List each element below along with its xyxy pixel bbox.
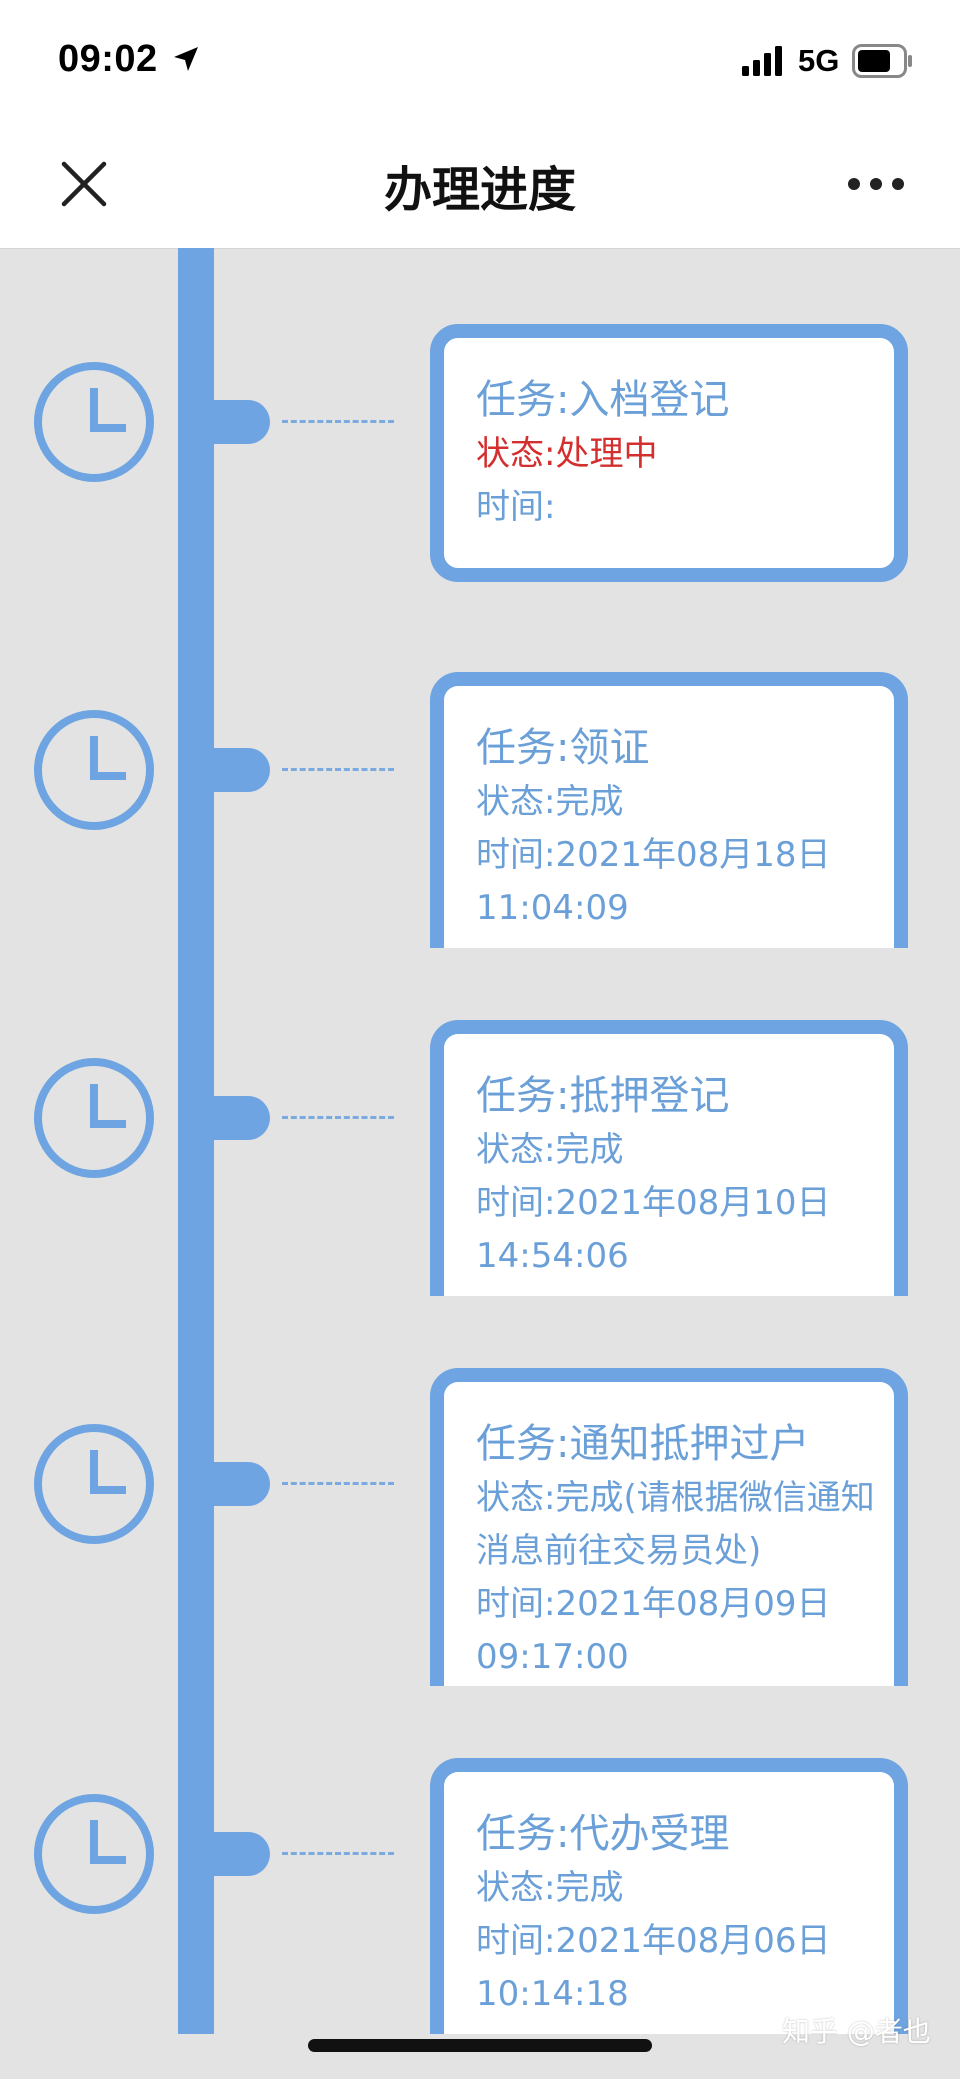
task-time-clock: 11:04:09: [476, 888, 629, 928]
battery-icon: [852, 44, 912, 78]
task-time: 时间:: [476, 487, 556, 527]
status-bar: 09:02 5G: [0, 0, 960, 120]
task-time-clock: 14:54:06: [476, 1236, 629, 1276]
task-time: 时间:2021年08月10日: [476, 1183, 831, 1223]
task-name: 任务:入档登记: [476, 377, 730, 423]
dashed-line: [282, 1852, 394, 1855]
task-time: 时间:2021年08月09日: [476, 1584, 831, 1624]
task-name: 任务:领证: [476, 725, 650, 771]
timeline-connector: [212, 748, 270, 792]
task-status: 状态:处理中: [476, 434, 658, 474]
task-time: 时间:2021年08月06日: [476, 1921, 831, 1961]
task-status: 状态:完成: [476, 782, 624, 822]
timeline-connector: [212, 1462, 270, 1506]
timeline-connector: [212, 1096, 270, 1140]
nav-header: [0, 120, 960, 249]
task-name: 任务:通知抵押过户: [476, 1421, 810, 1467]
dashed-line: [282, 420, 394, 423]
dashed-line: [282, 1482, 394, 1485]
task-status: 状态:完成: [476, 1130, 624, 1170]
task-name: 任务:抵押登记: [476, 1073, 730, 1119]
timeline-connector: [212, 1832, 270, 1876]
clock-icon: [34, 1058, 154, 1178]
task-time-clock: 09:17:00: [476, 1637, 629, 1677]
clock-icon: [34, 362, 154, 482]
signal-bars-icon: [742, 46, 782, 76]
watermark: 知乎 @者也: [782, 2015, 931, 2048]
more-icon[interactable]: [846, 172, 906, 196]
timeline-connector: [212, 400, 270, 444]
task-card[interactable]: 任务:代办受理 状态:完成 时间:2021年08月06日 10:14:18: [430, 1758, 908, 2034]
task-time: 时间:2021年08月18日: [476, 835, 831, 875]
task-status: 状态:完成(请根据微信通知消息前往交易员处): [476, 1478, 875, 1571]
clock-icon: [34, 710, 154, 830]
task-name: 任务:代办受理: [476, 1811, 730, 1857]
network-type: 5G: [798, 43, 840, 78]
task-status: 状态:完成: [476, 1868, 624, 1908]
dashed-line: [282, 768, 394, 771]
task-card[interactable]: 任务:通知抵押过户 状态:完成(请根据微信通知消息前往交易员处) 时间:2021…: [430, 1368, 908, 1686]
close-icon[interactable]: [58, 158, 110, 210]
timeline-bar: [178, 248, 214, 2034]
location-arrow-icon: [174, 47, 198, 71]
status-time: 09:02: [58, 38, 158, 80]
task-card[interactable]: 任务:领证 状态:完成 时间:2021年08月18日 11:04:09: [430, 672, 908, 948]
clock-icon: [34, 1424, 154, 1544]
page-title: 办理进度: [383, 162, 576, 218]
home-indicator[interactable]: [308, 2039, 652, 2052]
clock-icon: [34, 1794, 154, 1914]
task-card[interactable]: 任务:入档登记 状态:处理中 时间:: [430, 324, 908, 582]
dashed-line: [282, 1116, 394, 1119]
task-card[interactable]: 任务:抵押登记 状态:完成 时间:2021年08月10日 14:54:06: [430, 1020, 908, 1296]
task-time-clock: 10:14:18: [476, 1974, 629, 2014]
